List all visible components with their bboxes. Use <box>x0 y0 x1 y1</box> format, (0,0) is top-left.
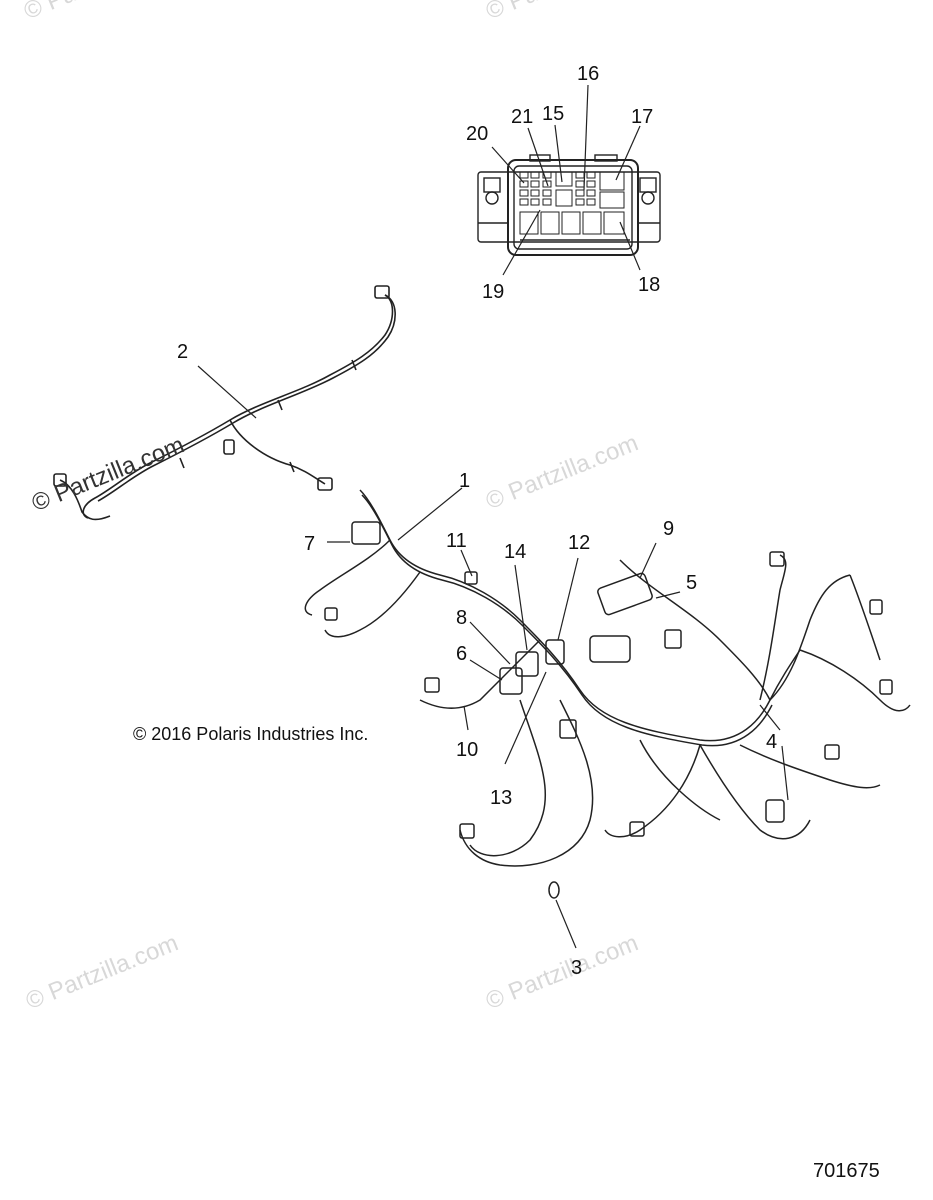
leader-2 <box>197 365 257 419</box>
callout-7: 7 <box>304 533 316 555</box>
fuse-box-drawing <box>477 154 661 256</box>
callout-21: 21 <box>511 106 534 128</box>
callout-18: 18 <box>638 274 661 296</box>
callout-13: 13 <box>490 787 513 809</box>
copyright-text: © 2016 Polaris Industries Inc. <box>133 724 369 744</box>
callout-10: 10 <box>456 739 479 761</box>
callout-5: 5 <box>686 572 698 594</box>
callout-9: 9 <box>663 518 675 540</box>
harness-item-2 <box>53 285 396 521</box>
callout-14: 14 <box>504 541 527 563</box>
callout-8: 8 <box>456 607 468 629</box>
callout-15: 15 <box>542 103 565 125</box>
callout-11: 11 <box>446 530 467 552</box>
callout-16: 16 <box>577 63 600 85</box>
callout-3: 3 <box>571 957 583 979</box>
callout-20: 20 <box>466 123 489 145</box>
main-leaders <box>327 487 789 949</box>
fuse-box-leaders <box>491 84 641 276</box>
callout-4: 4 <box>766 731 778 753</box>
callout-6: 6 <box>456 643 468 665</box>
callout-2: 2 <box>177 341 189 363</box>
callout-1: 1 <box>459 470 471 492</box>
callout-19: 19 <box>482 281 505 303</box>
callout-17: 17 <box>631 106 654 128</box>
main-harness <box>304 489 911 899</box>
document-number: 701675 <box>813 1160 880 1182</box>
callout-12: 12 <box>568 532 591 554</box>
